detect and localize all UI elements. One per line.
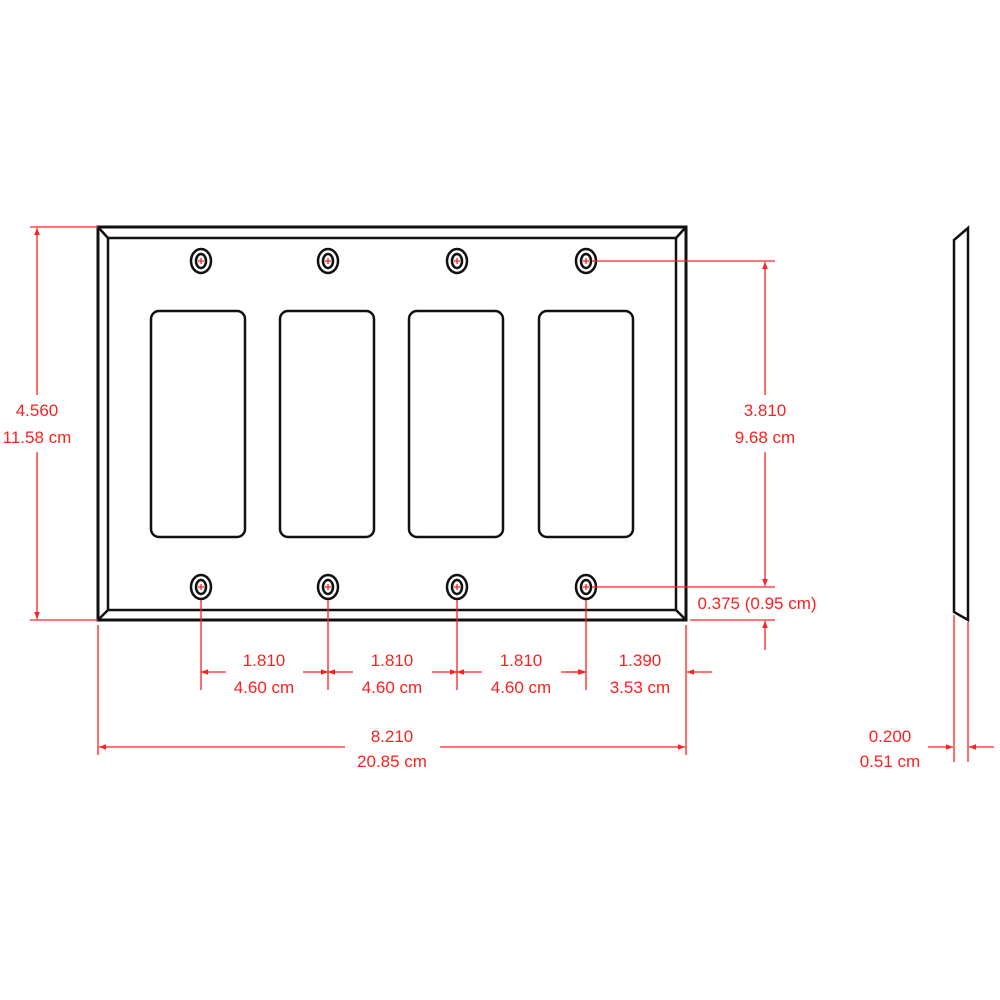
screw-spacing-cm: 9.68 cm [735, 428, 795, 447]
screw-hole-icon [316, 573, 340, 601]
opening-2 [278, 309, 376, 539]
gang-spacing-1-inches: 1.810 [243, 651, 286, 670]
plate-outer-edge [96, 225, 688, 622]
height-inches: 4.560 [16, 401, 59, 420]
width-inches: 8.210 [371, 727, 414, 746]
gang-spacing-3-inches: 1.810 [500, 651, 543, 670]
opening-3 [407, 309, 505, 539]
gang-spacing-3-cm: 4.60 cm [491, 678, 551, 697]
screw-hole-icon [189, 247, 213, 275]
screw-to-edge-label: 0.375 (0.95 cm) [697, 594, 816, 613]
screw-hole-icon [189, 573, 213, 601]
width-dimension: 8.210 20.85 cm [99, 727, 685, 771]
decora-openings [149, 309, 635, 539]
screw-hole-icon [445, 573, 469, 601]
screw-to-edge-dimension: 0.375 (0.95 cm) [690, 594, 817, 650]
height-dimension: 4.560 11.58 cm [3, 226, 98, 621]
thickness-inches: 0.200 [869, 727, 912, 746]
gang-spacing-2-cm: 4.60 cm [362, 678, 422, 697]
opening-1 [149, 309, 247, 539]
plate-bevel-edge [106, 236, 678, 612]
screw-spacing-inches: 3.810 [744, 401, 787, 420]
screw-hole-icon [445, 247, 469, 275]
thickness-dimension: 0.200 0.51 cm [860, 615, 994, 771]
edge-offset-dimension: 1.390 3.53 cm [97, 625, 712, 755]
plate-front-view [96, 225, 688, 622]
thickness-cm: 0.51 cm [860, 752, 920, 771]
gang-spacing-1-cm: 4.60 cm [234, 678, 294, 697]
screw-holes [189, 247, 598, 601]
plate-side-profile [952, 225, 970, 623]
width-cm: 20.85 cm [357, 752, 427, 771]
screw-hole-icon [316, 247, 340, 275]
gang-spacing-dimensions: 1.810 4.60 cm 1.810 4.60 cm 1.810 4.60 c… [200, 600, 587, 697]
screw-spacing-vertical-dimension: 3.810 9.68 cm [592, 260, 795, 588]
edge-offset-cm: 3.53 cm [610, 678, 670, 697]
gang-spacing-2-inches: 1.810 [371, 651, 414, 670]
height-cm: 11.58 cm [3, 428, 72, 447]
opening-4 [537, 309, 635, 539]
edge-offset-inches: 1.390 [619, 651, 662, 670]
bevel-corners [97, 226, 687, 621]
